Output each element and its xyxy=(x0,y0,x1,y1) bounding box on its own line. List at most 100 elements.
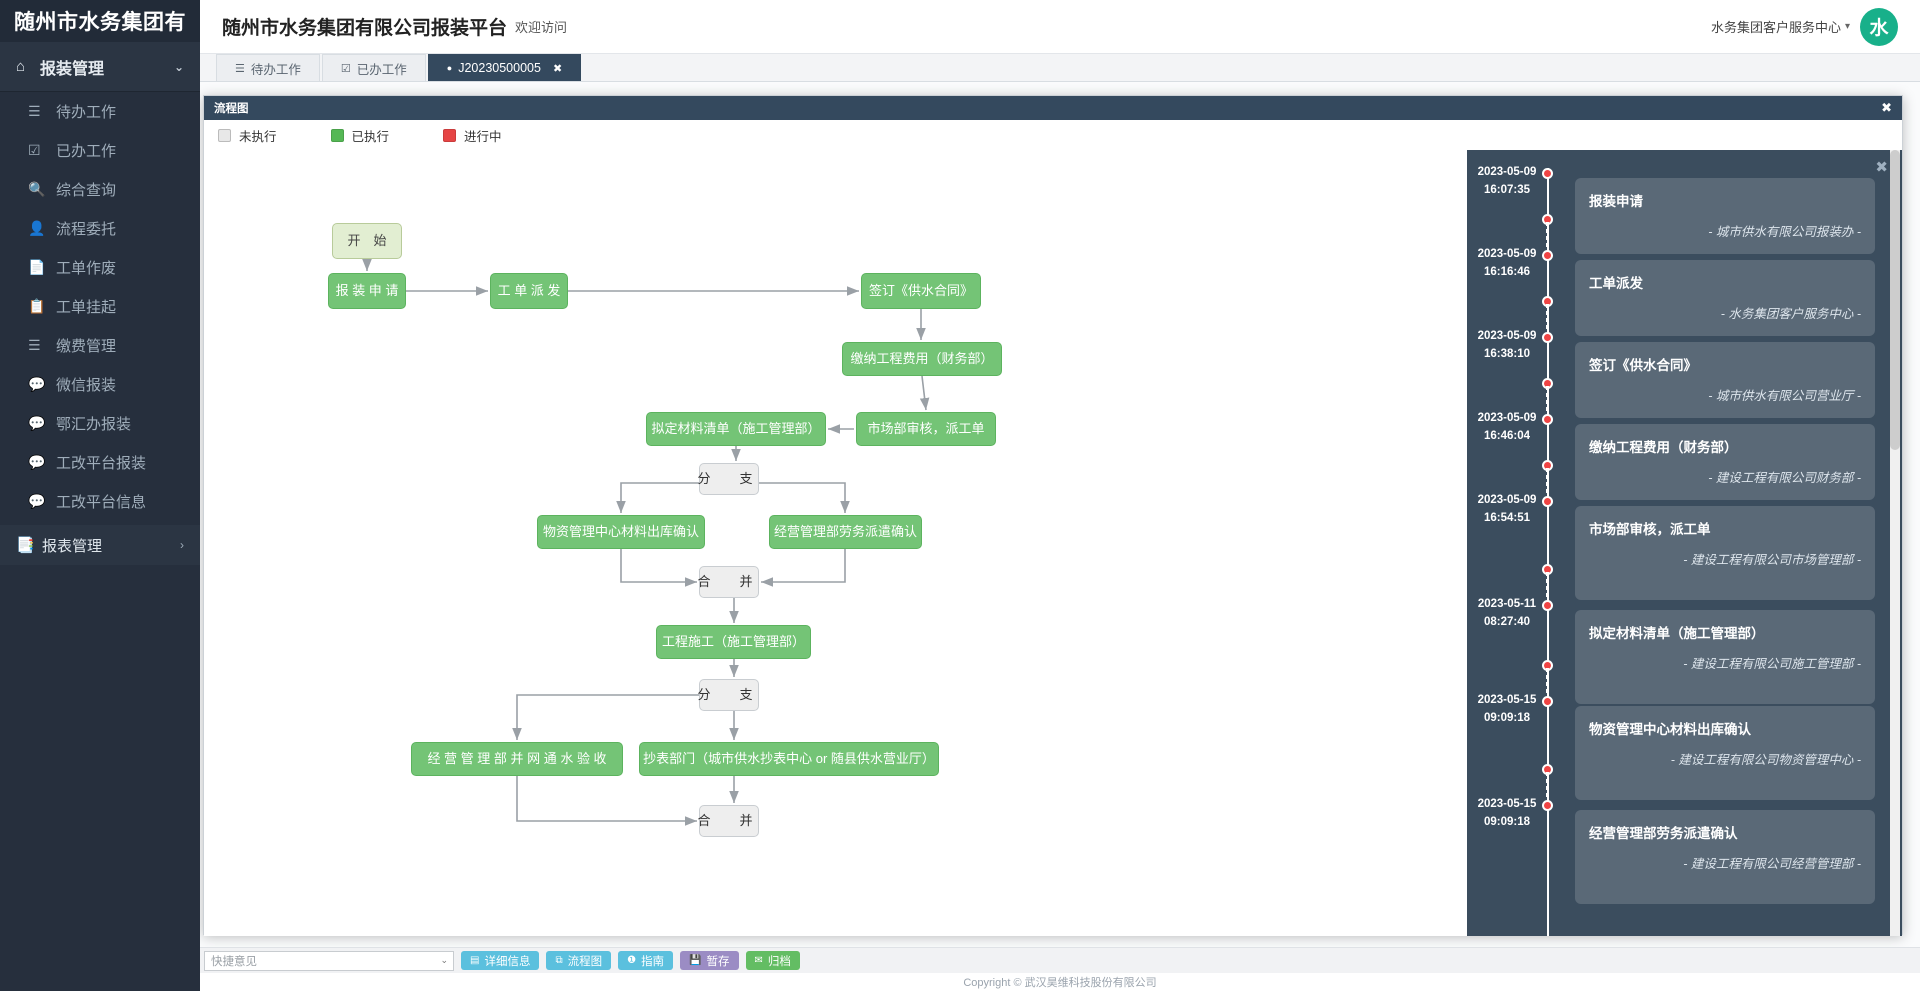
timeline-card-title: 报装申请 xyxy=(1589,194,1643,209)
flow-node-contract[interactable]: 签订《供水合同》 xyxy=(861,273,981,309)
timeline-card-7[interactable]: 经营管理部劳务派遣确认 - 建设工程有限公司经营管理部 - xyxy=(1575,810,1875,904)
timeline-card-1[interactable]: 工单派发- 水务集团客户服务中心 - xyxy=(1575,260,1875,336)
timeline-card-dept: - 城市供水有限公司营业厅 - xyxy=(1708,389,1861,403)
user-name[interactable]: 水务集团客户服务中心 xyxy=(1710,20,1841,35)
flowchart-canvas[interactable]: 开 始报 装 申 请 工 单 派 发 签订《供水合同》缴纳工程费用（财务部） 市场部审… xyxy=(204,150,1469,936)
legend: 未执行已执行进行中 xyxy=(204,120,1902,150)
sidebar-root-label: 报装管理 xyxy=(40,60,105,78)
sidebar-item-label: 待办工作 xyxy=(56,104,117,121)
tab-close-icon[interactable]: ✖ xyxy=(552,62,563,75)
sidebar-section-label: 报表管理 xyxy=(42,537,103,555)
timeline-date-value: 2023-05-15 xyxy=(1477,798,1537,810)
quick-opinion-placeholder: 快捷意见 xyxy=(211,955,257,968)
flow-node-accept[interactable]: 经 营 管 理 部 并 网 通 水 验 收 xyxy=(411,742,623,776)
flow-node-stock[interactable]: 物资管理中心材料出库确认 xyxy=(537,515,705,549)
flow-node-label: 分 支 xyxy=(697,687,761,703)
sidebar-item-9[interactable]: 💬工改平台报装 xyxy=(0,443,200,482)
chevron-down-icon[interactable]: ▾ xyxy=(1844,21,1850,32)
report-icon: 📑 xyxy=(16,537,35,554)
flow-node-merge1[interactable]: 合 并 xyxy=(698,566,759,598)
timeline-card-title: 经营管理部劳务派遣确认 xyxy=(1589,826,1738,841)
timeline-card-6[interactable]: 物资管理中心材料出库确认 - 建设工程有限公司物资管理中心 - xyxy=(1575,706,1875,800)
tab-0[interactable]: ☰待办工作 xyxy=(216,54,320,81)
dot-icon: ● xyxy=(446,63,453,73)
sidebar-item-3[interactable]: 👤流程委托 xyxy=(0,209,200,248)
sidebar-item-1[interactable]: ☑已办工作 xyxy=(0,131,200,170)
flow-node-market[interactable]: 市场部审核，派工单 xyxy=(856,412,996,446)
sidebar-item-4[interactable]: 📄工单作废 xyxy=(0,248,200,287)
timeline-card-3[interactable]: 缴纳工程费用（财务部） - 建设工程有限公司财务部 - xyxy=(1575,424,1875,500)
legend-swatch xyxy=(218,128,231,142)
flow-node-label: 缴纳工程费用（财务部） xyxy=(850,351,994,367)
sidebar-item-label: 工单挂起 xyxy=(56,299,117,316)
timeline-card-title: 市场部审核，派工单 xyxy=(1589,522,1711,537)
timeline-separator-5 xyxy=(1545,572,1549,598)
timeline-separator-1 xyxy=(1545,222,1549,248)
timeline-card-4[interactable]: 市场部审核，派工单- 建设工程有限公司市场管理部 - xyxy=(1575,506,1875,600)
timeline-card-dept: - 建设工程有限公司财务部 - xyxy=(1708,471,1861,485)
file-pause-icon: 📋 xyxy=(28,298,46,314)
page-title: 随州市水务集团有限公司报装平台 xyxy=(222,18,508,39)
timeline-card-dept: - 建设工程有限公司物资管理中心 - xyxy=(1670,753,1861,767)
sidebar-item-label: 已办工作 xyxy=(56,143,117,160)
flow-node-label: 物资管理中心材料出库确认 xyxy=(543,524,700,540)
panel-scrollbar[interactable] xyxy=(1890,150,1900,936)
timeline-separator-3 xyxy=(1545,386,1549,412)
flow-node-meter[interactable]: 抄表部门（城市供水抄表中心 or 随县供水营业厅） xyxy=(639,742,939,776)
timeline-card-dept: - 建设工程有限公司经营管理部 - xyxy=(1683,857,1861,871)
toolbar-button-4[interactable]: ✉归档 xyxy=(745,951,800,970)
flow-node-fee[interactable]: 缴纳工程费用（财务部） xyxy=(842,342,1002,376)
toolbar-button-3[interactable]: 💾暂存 xyxy=(680,951,739,970)
flow-node-dispatch[interactable]: 工 单 派 发 xyxy=(490,273,568,309)
flow-node-merge2[interactable]: 合 并 xyxy=(698,805,759,837)
sidebar-item-5[interactable]: 📋 工单挂起 xyxy=(0,287,200,326)
sidebar-item-10[interactable]: 💬工改平台信息 xyxy=(0,482,200,521)
sidebar-item-6[interactable]: ☰缴费管理 xyxy=(0,326,200,365)
sidebar-item-2[interactable]: 🔍综合查询 xyxy=(0,170,200,209)
close-icon[interactable]: ✖ xyxy=(1881,100,1892,115)
flow-node-material[interactable]: 拟定材料清单（施工管理部） xyxy=(646,412,826,446)
flow-node-split1[interactable]: 分 支 xyxy=(698,463,759,495)
tab-1[interactable]: ☑已办工作 xyxy=(321,54,426,81)
flow-node-start[interactable]: 开 始 xyxy=(332,223,402,259)
sidebar-item-label: 缴费管理 xyxy=(56,338,117,355)
sidebar-item-8[interactable]: 💬鄂汇办报装 xyxy=(0,404,200,443)
flow-node-label: 工程施工（施工管理部） xyxy=(662,634,806,650)
sidebar-item-0[interactable]: ☰待办工作 xyxy=(0,92,200,131)
timeline-card-2[interactable]: 签订《供水合同》- 城市供水有限公司营业厅 - xyxy=(1575,342,1875,418)
sidebar-item-7[interactable]: 💬 微信报装 xyxy=(0,365,200,404)
toolbar-button-1[interactable]: ⧉流程图 xyxy=(546,951,612,970)
sidebar-root-baozhuang[interactable]: ⌂ 报装管理 ⌄ xyxy=(0,42,200,92)
timeline-card-title: 物资管理中心材料出库确认 xyxy=(1589,722,1751,737)
tab-2[interactable]: ● J20230500005 ✖ xyxy=(427,54,582,81)
flow-node-split2[interactable]: 分 支 xyxy=(697,679,761,711)
chat-icon: 💬 xyxy=(28,376,46,392)
flow-node-build[interactable]: 工程施工（施工管理部） xyxy=(656,625,811,659)
flow-node-label: 市场部审核，派工单 xyxy=(867,421,985,437)
scrollbar-thumb[interactable] xyxy=(1890,150,1900,450)
toolbar-button-0[interactable]: ▤详细信息 xyxy=(461,951,540,970)
flow-node-labor[interactable]: 经营管理部劳务派遣确认 xyxy=(769,515,922,549)
avatar[interactable]: 水 xyxy=(1860,7,1898,46)
quick-opinion-select[interactable]: 快捷意见 ⌄ xyxy=(204,950,454,971)
tab-label: J20230500005 xyxy=(458,61,541,75)
legend-item-0: 未执行 xyxy=(218,126,277,145)
sidebar-item-baobiaoguanli[interactable]: 📑 报表管理 › xyxy=(0,525,200,565)
timeline-card-5[interactable]: 拟定材料清单（施工管理部）- 建设工程有限公司施工管理部 - xyxy=(1575,610,1875,704)
timeline-dot-3 xyxy=(1542,414,1553,425)
sidebar-item-label: 鄂汇办报装 xyxy=(56,416,132,433)
timeline-card-title: 缴纳工程费用（财务部） xyxy=(1589,440,1738,455)
close-icon[interactable]: ✖ xyxy=(1875,159,1888,176)
legend-label: 进行中 xyxy=(464,129,502,144)
timeline-time-value: 16:38:10 xyxy=(1483,347,1531,360)
home-icon: ⌂ xyxy=(16,58,26,75)
sidebar-item-label: 微信报装 xyxy=(56,377,117,394)
flow-node-apply[interactable]: 报 装 申 请 xyxy=(328,273,406,309)
timeline-date-value: 2023-05-09 xyxy=(1477,248,1537,260)
timeline-card-0[interactable]: 报装申请- 城市供水有限公司报装办 - xyxy=(1575,178,1875,254)
